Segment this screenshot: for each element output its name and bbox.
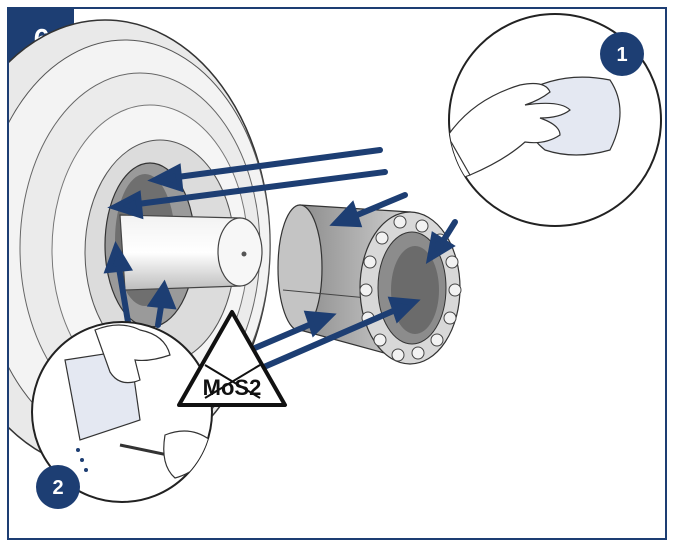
callout-number-1: 1 — [616, 44, 627, 66]
hand-applying-oil-icon — [64, 324, 212, 479]
callout-badge-2: 2 — [36, 465, 80, 509]
callout-number-2: 2 — [52, 477, 63, 499]
warning-text: MoS2 — [203, 375, 262, 400]
locking-assembly — [277, 204, 462, 365]
detail-apply-oil — [31, 321, 213, 503]
callout-badge-1: 1 — [600, 32, 644, 76]
hand-wiping-cloth-icon — [449, 76, 621, 201]
no-mos2-warning-icon: MoS2 — [177, 310, 287, 407]
cleaning-arrows — [103, 147, 458, 383]
shaft — [119, 214, 263, 291]
